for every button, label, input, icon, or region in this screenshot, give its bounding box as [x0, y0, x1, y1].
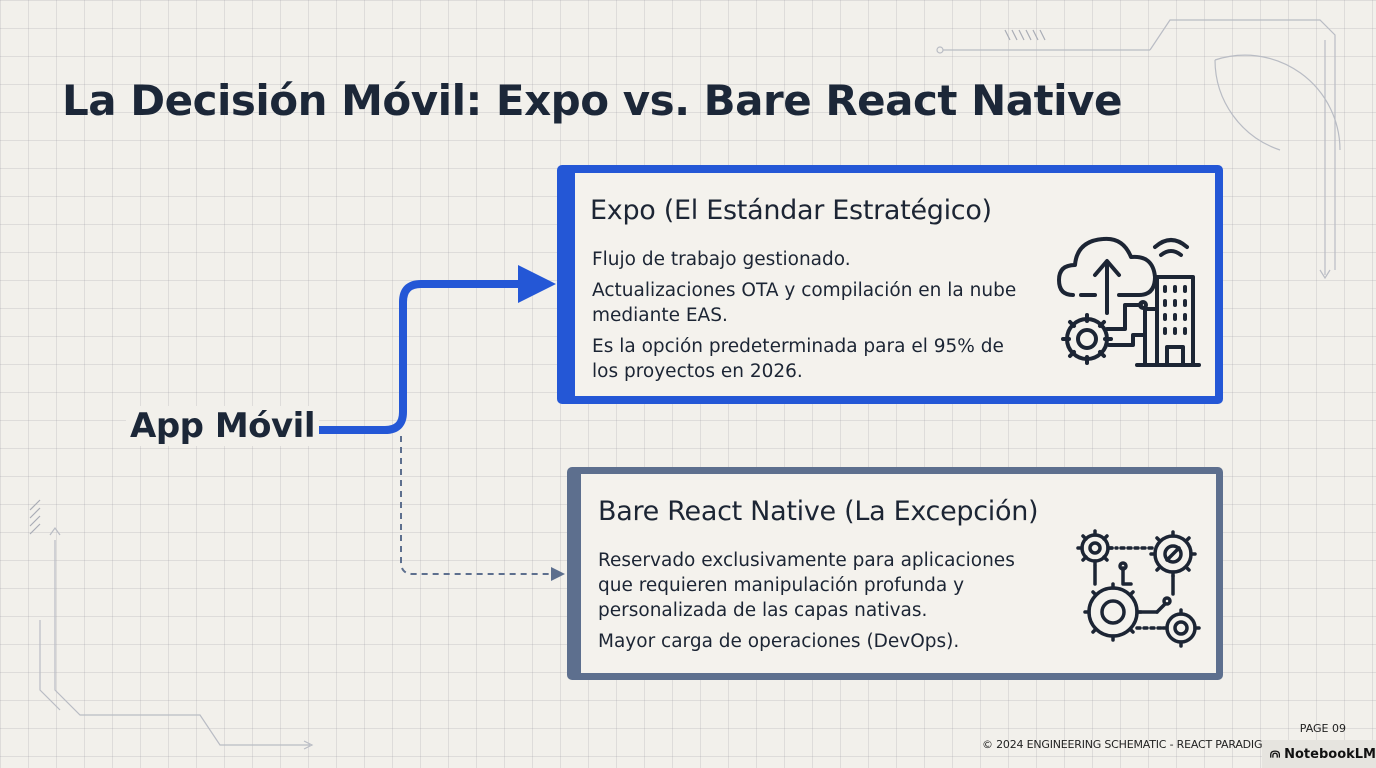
connected-gears-icon	[1076, 529, 1201, 648]
bare-feature-item: Mayor carga de operaciones (DevOps).	[598, 631, 960, 652]
bare-feature-list: Reservado exclusivamente para aplicacion…	[598, 548, 1048, 660]
footer-copyright: © 2024 ENGINEERING SCHEMATIC - REACT PAR…	[982, 738, 1272, 751]
bare-feature-item: Reservado exclusivamente para aplicacion…	[598, 550, 1015, 621]
expo-connector-line	[312, 280, 520, 434]
expo-card-title: Expo (El Estándar Estratégico)	[590, 195, 992, 226]
expo-card: Expo (El Estándar Estratégico) Flujo de …	[557, 165, 1223, 404]
notebooklm-watermark: NotebookLM	[1262, 740, 1376, 768]
bare-react-native-card: Bare React Native (La Excepción) Reserva…	[567, 467, 1223, 680]
bare-card-title: Bare React Native (La Excepción)	[598, 496, 1039, 527]
expo-feature-item: Flujo de trabajo gestionado.	[592, 249, 851, 270]
bare-connector-line	[400, 436, 552, 575]
expo-feature-list: Flujo de trabajo gestionado. Actualizaci…	[592, 247, 1032, 390]
expo-arrowhead	[518, 265, 556, 303]
cloud-upload-gears-building-icon	[1057, 236, 1201, 367]
watermark-label: NotebookLM	[1284, 746, 1376, 762]
notebooklm-logo-icon	[1270, 750, 1281, 758]
slide-title: La Decisión Móvil: Expo vs. Bare React N…	[62, 76, 1122, 125]
page-number: PAGE 09	[1299, 722, 1346, 735]
app-movil-node: App Móvil	[126, 406, 319, 446]
bare-arrowhead	[551, 567, 565, 581]
expo-feature-item: Es la opción predeterminada para el 95% …	[592, 336, 1004, 382]
expo-feature-item: Actualizaciones OTA y compilación en la …	[592, 280, 1017, 326]
